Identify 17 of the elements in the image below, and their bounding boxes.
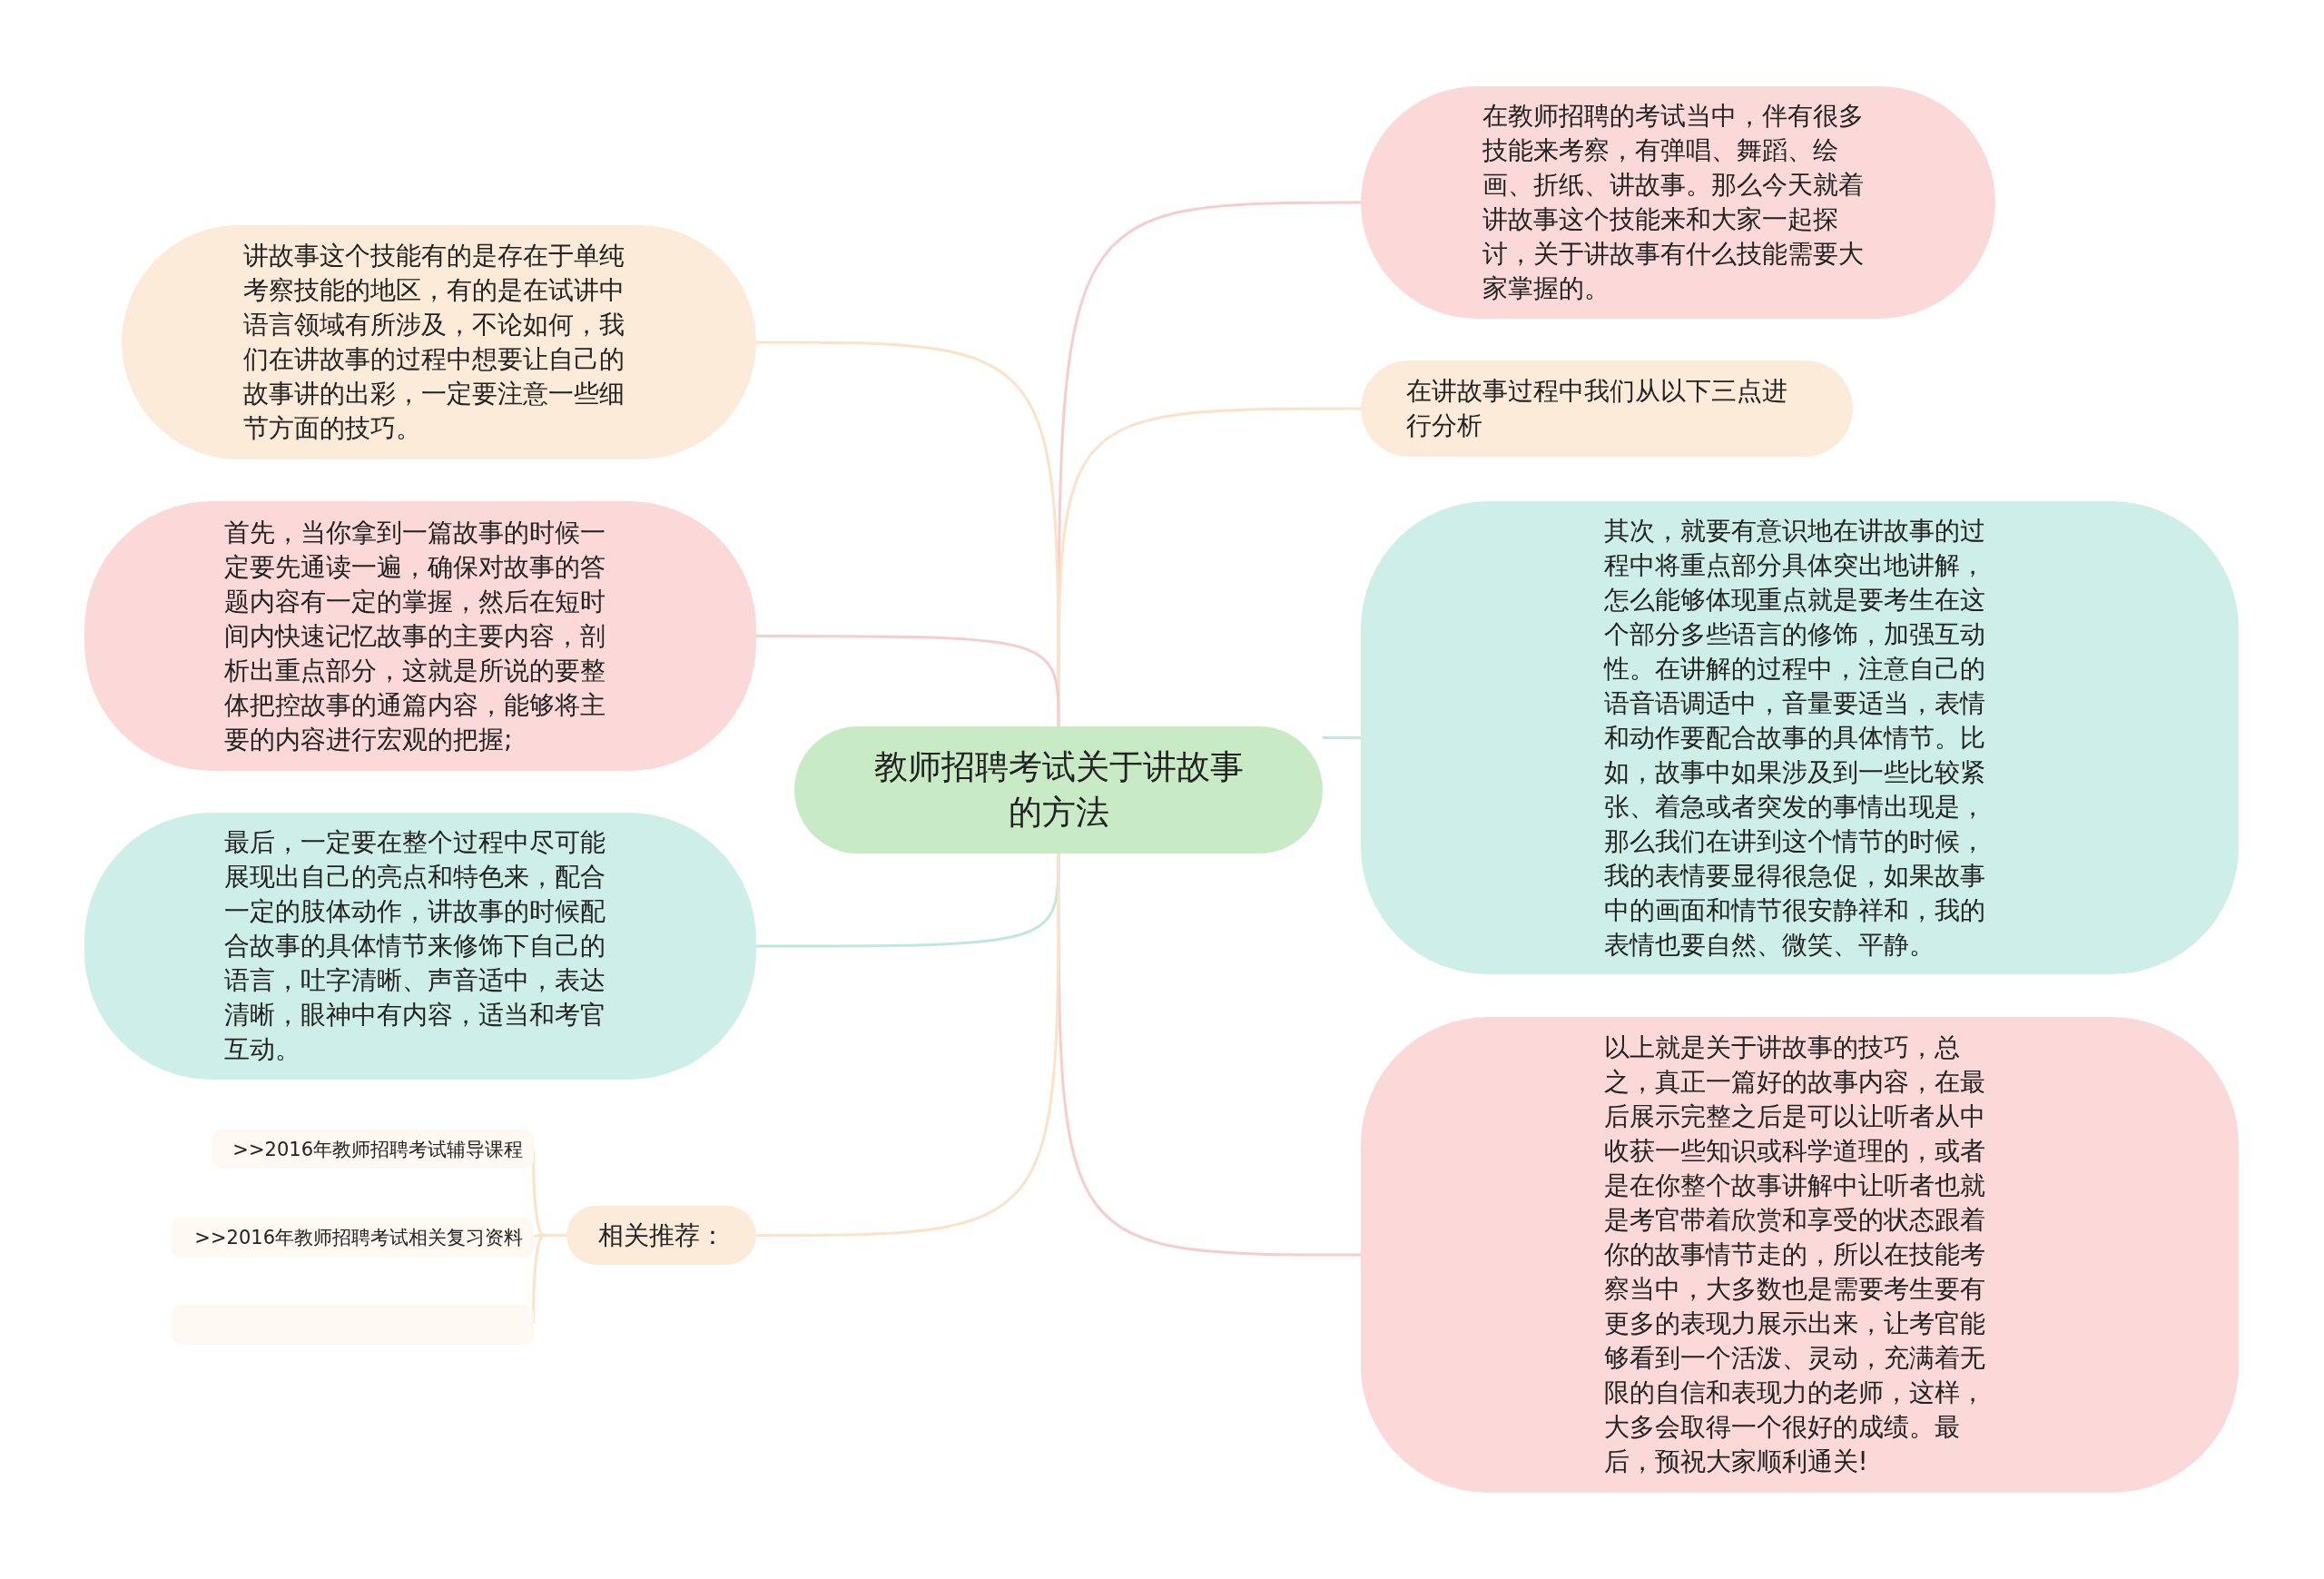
link-label: >>2016年教师招聘考试辅导课程 [212,1130,534,1169]
topic-bubble: 其次，就要有意识地在讲故事的过程中将重点部分具体突出地讲解，怎么能够体现重点就是要考生在这个部分多些语言的修饰，加强互动性。在讲解的过程中，注意自己的语音语调适中，音量要适当，表情和动作要配合故事的具体情节。比如，故事中如果涉及到一些比较紧张、着急或者突发的事情出现是，那么我们在讲到这个情节的时候，我的表情要显得很急促，如果故事中的画面和情节很安静祥和，我的表情也要自然、微笑、平静。 [1361,501,2239,974]
topic-bubble: 最后，一定要在整个过程中尽可能展现出自己的亮点和特色来，配合一定的肢体动作，讲故事的时候配合故事的具体情节来修饰下自己的语言，吐字清晰、声音适中，表达清晰，眼神中有内容，适当和考官互动。 [84,813,756,1080]
topic-bubble: 在教师招聘的考试当中，伴有很多技能来考察，有弹唱、舞蹈、绘画、折纸、讲故事。那么今天就着讲故事这个技能来和大家一起探讨，关于讲故事有什么技能需要大家掌握的。 [1361,86,1995,319]
topic-bubble: 首先，当你拿到一篇故事的时候一定要先通读一遍，确保对故事的答题内容有一定的掌握，然后在短时间内快速记忆故事的主要内容，剖析出重点部分，这就是所说的要整体把控故事的通篇内容，能够将主要的内容进行宏观的把握; [84,501,756,771]
topic-bubble: 讲故事这个技能有的是存在于单纯考察技能的地区，有的是在试讲中语言领域有所涉及，不论如何，我们在讲故事的过程中想要让自己的故事讲的出彩，一定要注意一些细节方面的技巧。 [122,225,756,459]
link-label: >>2016年教师招聘考试相关复习资料 [172,1218,534,1258]
label-box [172,1305,534,1345]
topic-bubble: 在讲故事过程中我们从以下三点进行分析 [1361,360,1853,457]
topic-bubble: 以上就是关于讲故事的技巧，总之，真正一篇好的故事内容，在最后展示完整之后是可以让听者从中收获一些知识或科学道理的，或者是在你整个故事讲解中让听者也就是考官带着欣赏和享受的状态跟着你的故事情节走的，所以在技能考察当中，大多数也是需要考生要有更多的表现力展示出来，让考官能够看到一个活泼、灵动，充满着无限的自信和表现力的老师，这样，大多会取得一个很好的成绩。最后，预祝大家顺利通关! [1361,1017,2239,1493]
connector-line [756,854,1060,1237]
connector-line [532,1234,566,1326]
connector-line [756,635,1060,726]
topic-bubble: 相关推荐： [566,1206,756,1265]
central-topic-bubble: 教师招聘考试关于讲故事的方法 [794,726,1323,854]
connector-line [1057,854,1361,1257]
connector-line [1323,736,1361,739]
